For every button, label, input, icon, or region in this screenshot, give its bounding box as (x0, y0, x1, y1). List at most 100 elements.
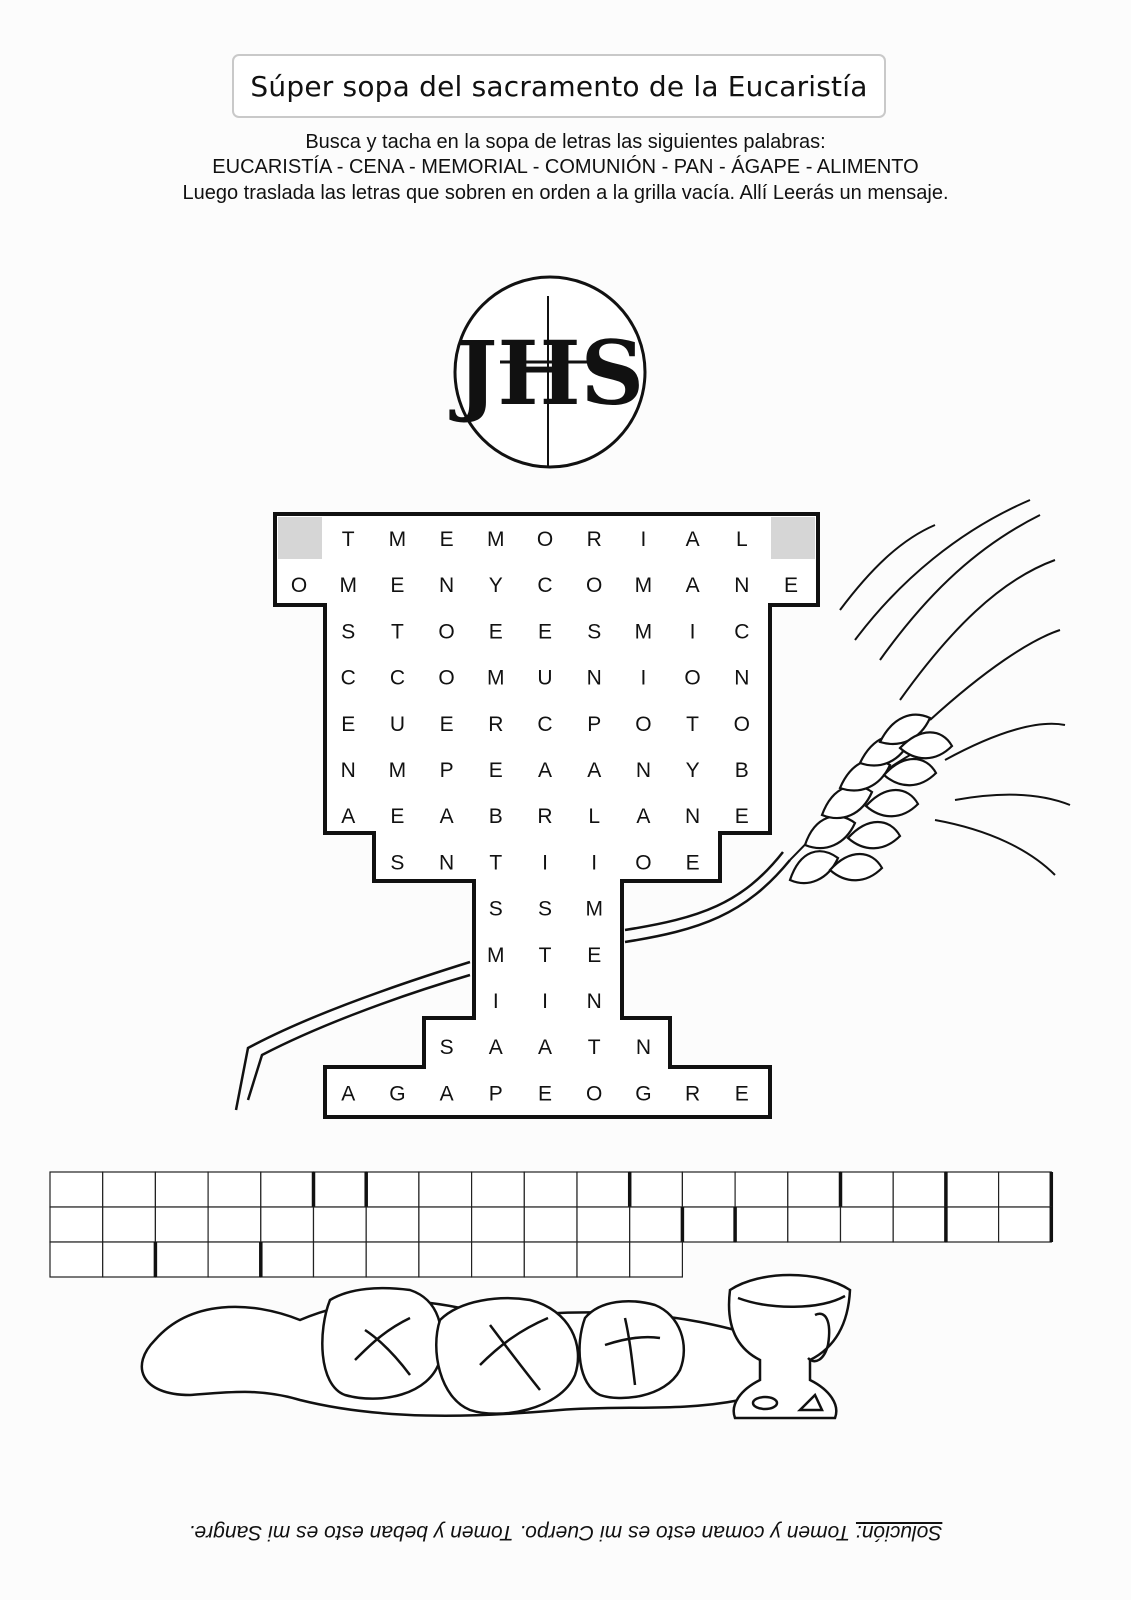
grid-letter[interactable]: O (438, 667, 454, 690)
grid-letter[interactable]: C (341, 667, 356, 690)
answer-cell[interactable] (102, 1171, 156, 1208)
answer-cell[interactable] (892, 1206, 947, 1243)
grid-letter[interactable]: U (390, 713, 405, 736)
grid-letter[interactable]: M (635, 574, 653, 597)
grid-letter[interactable]: I (591, 851, 597, 874)
answer-cell[interactable] (997, 1171, 1052, 1208)
grid-letter[interactable]: M (487, 944, 505, 967)
grid-letter[interactable]: Y (489, 574, 503, 597)
grid-letter[interactable]: C (537, 713, 552, 736)
answer-cell[interactable] (471, 1241, 525, 1278)
answer-cell[interactable] (734, 1206, 789, 1243)
answer-cell[interactable] (102, 1241, 156, 1278)
answer-cell[interactable] (945, 1206, 1000, 1243)
grid-letter[interactable]: O (586, 574, 602, 597)
answer-cell[interactable] (681, 1171, 736, 1208)
answer-cell[interactable] (418, 1171, 473, 1208)
grid-letter[interactable]: M (339, 574, 357, 597)
grid-letter[interactable]: A (686, 528, 700, 551)
grid-letter[interactable]: T (489, 851, 502, 874)
answer-cell[interactable] (365, 1171, 420, 1208)
answer-cell[interactable] (471, 1206, 525, 1243)
grid-letter[interactable]: O (537, 528, 553, 551)
grid-letter[interactable]: C (390, 667, 405, 690)
answer-cell[interactable] (365, 1241, 420, 1278)
answer-cell[interactable] (576, 1206, 631, 1243)
grid-letter[interactable]: S (538, 898, 552, 921)
grid-letter[interactable]: I (640, 528, 646, 551)
answer-cell[interactable] (312, 1241, 367, 1278)
grid-letter[interactable]: A (636, 805, 650, 828)
grid-letter[interactable]: C (537, 574, 552, 597)
grid-letter[interactable]: E (538, 620, 552, 643)
answer-cell[interactable] (365, 1206, 420, 1243)
answer-cell[interactable] (49, 1171, 104, 1208)
answer-cell[interactable] (997, 1206, 1052, 1243)
grid-letter[interactable]: O (635, 713, 651, 736)
grid-letter[interactable]: N (587, 667, 602, 690)
grid-letter[interactable]: E (735, 805, 749, 828)
answer-cell[interactable] (418, 1241, 473, 1278)
grid-letter[interactable]: R (685, 1082, 700, 1105)
grid-letter[interactable]: N (685, 805, 700, 828)
answer-cell[interactable] (154, 1171, 209, 1208)
grid-letter[interactable]: I (493, 990, 499, 1013)
grid-letter[interactable]: A (489, 1036, 503, 1059)
answer-cell[interactable] (207, 1241, 262, 1278)
grid-letter[interactable]: R (587, 528, 602, 551)
grid-letter[interactable]: E (489, 759, 503, 782)
grid-letter[interactable]: T (391, 620, 404, 643)
answer-cell[interactable] (523, 1171, 578, 1208)
answer-cell[interactable] (629, 1206, 684, 1243)
grid-letter[interactable]: R (488, 713, 503, 736)
grid-letter[interactable]: C (734, 620, 749, 643)
grid-letter[interactable]: S (390, 851, 404, 874)
grid-letter[interactable]: A (440, 805, 454, 828)
grid-letter[interactable]: E (489, 620, 503, 643)
answer-cell[interactable] (312, 1206, 367, 1243)
grid-letter[interactable]: A (440, 1082, 454, 1105)
grid-letter[interactable]: E (784, 574, 798, 597)
grid-letter[interactable]: I (542, 990, 548, 1013)
grid-letter[interactable]: E (440, 528, 454, 551)
grid-letter[interactable]: E (390, 574, 404, 597)
grid-letter[interactable]: N (439, 574, 454, 597)
answer-cell[interactable] (629, 1171, 684, 1208)
grid-letter[interactable]: A (538, 1036, 552, 1059)
grid-letter[interactable]: I (542, 851, 548, 874)
answer-cell[interactable] (260, 1241, 315, 1278)
grid-letter[interactable]: U (537, 667, 552, 690)
answer-cell[interactable] (154, 1241, 209, 1278)
answer-cell[interactable] (207, 1171, 262, 1208)
grid-letter[interactable]: P (587, 713, 601, 736)
answer-cell[interactable] (576, 1171, 631, 1208)
grid-letter[interactable]: T (588, 1036, 601, 1059)
grid-letter[interactable]: E (735, 1082, 749, 1105)
answer-cell[interactable] (576, 1241, 631, 1278)
grid-letter[interactable]: A (341, 1082, 355, 1105)
answer-cell[interactable] (471, 1171, 525, 1208)
grid-letter[interactable]: N (734, 574, 749, 597)
grid-letter[interactable]: A (686, 574, 700, 597)
grid-letter[interactable]: R (537, 805, 552, 828)
grid-letter[interactable]: P (440, 759, 454, 782)
grid-letter[interactable]: N (341, 759, 356, 782)
grid-letter[interactable]: A (538, 759, 552, 782)
grid-letter[interactable]: N (734, 667, 749, 690)
grid-letter[interactable]: O (734, 713, 750, 736)
grid-letter[interactable]: M (487, 667, 505, 690)
grid-letter[interactable]: P (489, 1082, 503, 1105)
grid-letter[interactable]: I (690, 620, 696, 643)
grid-letter[interactable]: L (736, 528, 748, 551)
answer-cell[interactable] (839, 1206, 894, 1243)
grid-letter[interactable]: G (389, 1082, 405, 1105)
grid-letter[interactable]: O (438, 620, 454, 643)
grid-letter[interactable]: O (684, 667, 700, 690)
answer-cell[interactable] (523, 1241, 578, 1278)
answer-cell[interactable] (681, 1206, 736, 1243)
grid-letter[interactable]: A (341, 805, 355, 828)
answer-cell[interactable] (892, 1171, 947, 1208)
grid-letter[interactable]: B (489, 805, 503, 828)
grid-letter[interactable]: O (291, 574, 307, 597)
answer-cell[interactable] (49, 1206, 104, 1243)
